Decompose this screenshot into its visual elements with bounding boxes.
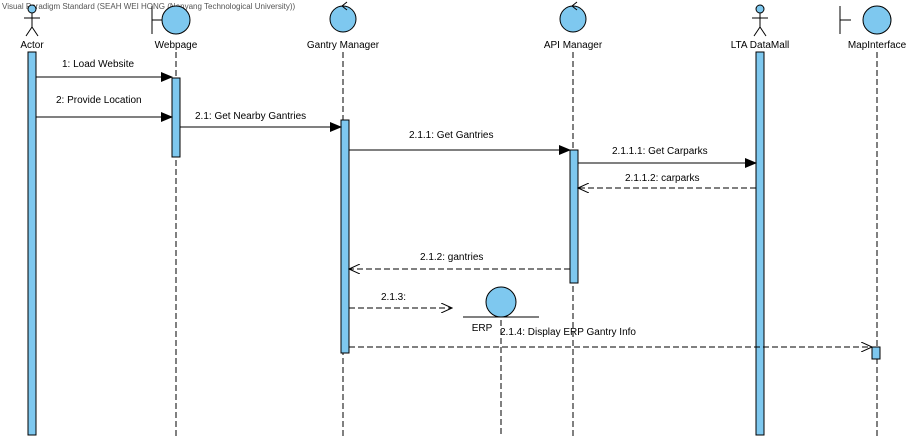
lifeline-gantry-manager-label: Gantry Manager: [307, 40, 380, 51]
activation-api-manager: [569, 149, 579, 284]
erp-label: ERP: [472, 323, 493, 334]
lifeline-api-manager-label: API Manager: [544, 40, 603, 51]
lifelines: [175, 52, 878, 436]
activation-lta-datamall: [755, 51, 765, 436]
boundary-icon-webpage: [151, 5, 191, 35]
lifeline-lta-datamall-label: LTA DataMall: [731, 40, 790, 51]
activation-webpage: [171, 77, 181, 158]
lifeline-actor-label: Actor: [20, 40, 44, 51]
entity-icon-erp: [463, 286, 539, 318]
message-label-2-1: 2.1: Get Nearby Gantries: [195, 111, 306, 122]
actor-figure: [24, 4, 40, 37]
control-icon-api-manager: [559, 1, 587, 33]
message-label-2-1-1-1: 2.1.1.1: Get Carparks: [612, 146, 708, 157]
activation-gantry-manager: [340, 119, 350, 354]
activation-actor: [27, 51, 37, 436]
message-label-2-1-1: 2.1.1: Get Gantries: [409, 130, 494, 141]
lifeline-map-interface-label: MapInterface: [848, 40, 907, 51]
boundary-icon-map-interface: [839, 5, 892, 35]
lifeline-webpage-label: Webpage: [155, 40, 198, 51]
watermark-text: Visual Paradigm Standard (SEAH WEI HONG …: [2, 2, 295, 11]
message-label-2-1-2: 2.1.2: gantries: [420, 252, 483, 263]
message-label-2: 2: Provide Location: [56, 95, 142, 106]
message-label-2-1-3: 2.1.3:: [381, 292, 406, 303]
activation-map-interface: [871, 346, 881, 360]
message-label-2-1-4: 2.1.4: Display ERP Gantry Info: [500, 327, 636, 338]
actor-figure-lta: [752, 4, 768, 37]
control-icon-gantry-manager: [329, 1, 357, 33]
message-label-1: 1: Load Website: [62, 59, 135, 70]
message-label-2-1-1-2: 2.1.1.2: carparks: [625, 173, 699, 184]
